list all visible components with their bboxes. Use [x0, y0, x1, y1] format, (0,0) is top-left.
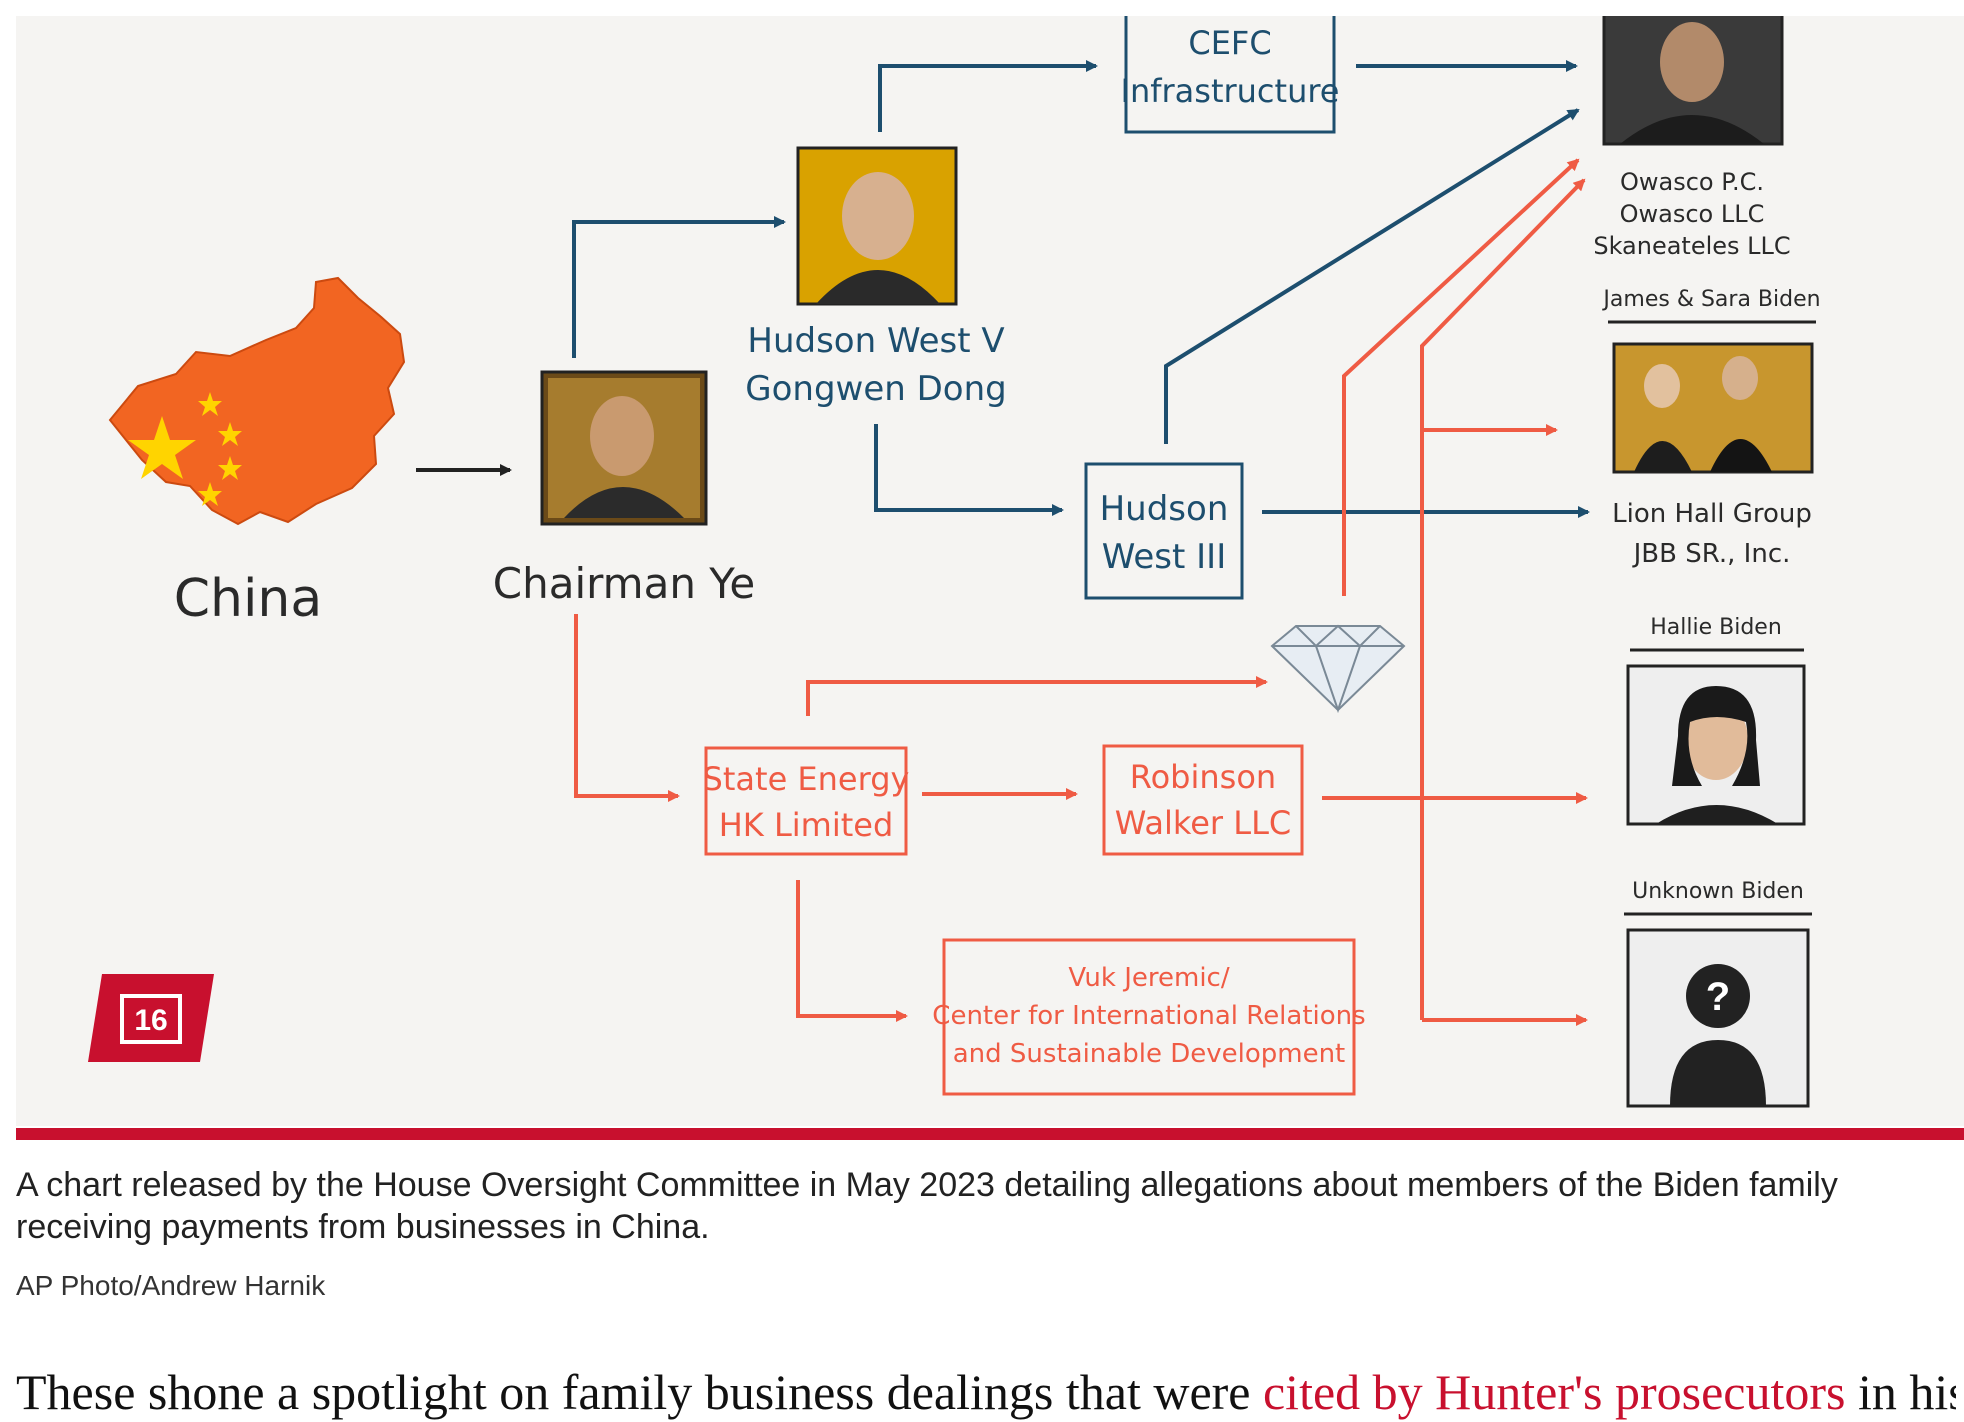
hudson-v-line1: Hudson West V — [747, 321, 1004, 361]
hallie-label: Hallie Biden — [1650, 615, 1782, 640]
hudson-v-line2: Gongwen Dong — [745, 369, 1006, 409]
owasco-photo — [1602, 16, 1784, 146]
red-distribution-line — [1420, 184, 1580, 1020]
vuk-box — [942, 938, 1356, 1096]
vuk-line3: and Sustainable Development — [953, 1039, 1346, 1069]
robinson-line2: Walker LLC — [1115, 804, 1292, 842]
arrow-diamond-owasco — [1342, 158, 1580, 596]
arrow-chairman-state-energy — [574, 614, 680, 802]
flow-chart: China Chairman Ye Hudson West V Gongwen … — [108, 16, 1821, 1108]
body-text-start: These shone a spotlight on family busine… — [16, 1364, 1263, 1420]
chart-photo: China Chairman Ye Hudson West V Gongwen … — [16, 16, 1964, 1126]
arrow-hudson-iii-owasco — [1164, 108, 1580, 444]
hallie-photo — [1626, 664, 1806, 826]
state-energy-box — [704, 746, 908, 856]
robinson-box — [1102, 744, 1304, 856]
unknown-question-mark: ? — [1706, 975, 1730, 1019]
arrow-hudson-v-hudson-iii — [874, 424, 1064, 516]
hudson-iii-box — [1084, 462, 1244, 600]
unknown-label: Unknown Biden — [1632, 879, 1804, 904]
arrow-state-energy-diamond — [806, 676, 1268, 716]
lion-line1: Lion Hall Group — [1612, 499, 1812, 529]
caption-divider — [16, 1128, 1964, 1140]
james-sara-photo — [1612, 342, 1814, 474]
state-energy-line2: HK Limited — [719, 806, 894, 844]
hudson-v-photo — [796, 146, 958, 306]
china-map-icon — [108, 276, 406, 526]
lion-line2: JBB SR., Inc. — [1632, 539, 1791, 569]
chairman-label: Chairman Ye — [493, 559, 755, 608]
arrow-hudson-v-cefc — [878, 60, 1098, 132]
cefc-box — [1124, 16, 1336, 134]
body-text-link[interactable]: cited by Hunter's prosecutors — [1262, 1364, 1846, 1420]
image-caption: A chart released by the House Oversight … — [16, 1166, 1838, 1246]
arrow-state-energy-vuk — [796, 880, 908, 1022]
hudson-iii-line1: Hudson — [1100, 489, 1229, 529]
unknown-person-icon — [1626, 928, 1810, 1108]
vuk-line2: Center for International Relations — [932, 1001, 1365, 1031]
robinson-line1: Robinson — [1130, 758, 1276, 796]
owasco-line2: Owasco LLC — [1620, 200, 1765, 228]
diamond-icon — [1270, 624, 1406, 714]
owasco-line3: Skaneateles LLC — [1593, 232, 1790, 260]
article-body-paragraph: These shone a spotlight on family busine… — [16, 1362, 1956, 1422]
china-label: China — [174, 569, 323, 629]
james-sara-label: James & Sara Biden — [1601, 287, 1820, 312]
owasco-line1: Owasco P.C. — [1620, 168, 1764, 196]
cefc-line2: Infrastructure — [1121, 72, 1340, 110]
cefc-line1: CEFC — [1188, 24, 1271, 62]
slide-number-badge: 16 — [88, 974, 214, 1062]
arrow-chairman-hudson-v — [572, 216, 786, 358]
chairman-photo — [540, 370, 708, 526]
photo-credit: AP Photo/Andrew Harnik — [16, 1270, 326, 1301]
state-energy-line1: State Energy — [703, 760, 910, 798]
slide-number-text: 16 — [134, 1004, 167, 1037]
hudson-iii-line2: West III — [1102, 537, 1226, 577]
vuk-line1: Vuk Jeremic/ — [1068, 963, 1229, 993]
body-text-end: in his trial. — [1857, 1364, 1956, 1420]
